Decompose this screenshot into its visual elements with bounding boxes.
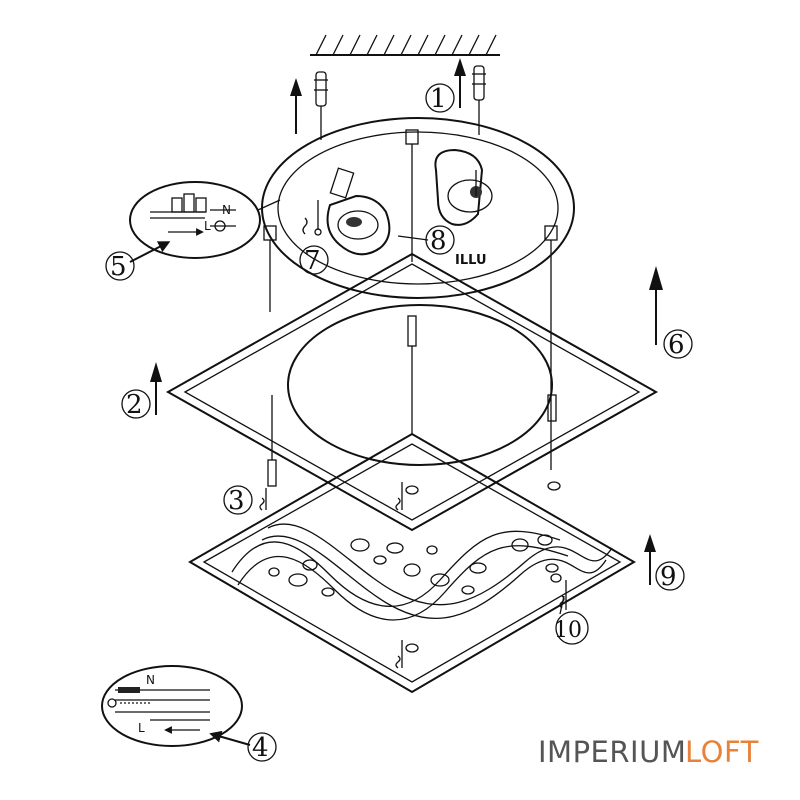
watermark-part1: IMPERIUM	[538, 735, 686, 769]
svg-text:2: 2	[126, 390, 143, 420]
svg-text:6: 6	[668, 330, 685, 360]
callout-2: 2	[121, 389, 151, 420]
callout-8: 8	[425, 225, 455, 256]
callout-6: 6	[663, 329, 693, 360]
watermark-logo: IMPERIUM LOFT	[538, 735, 759, 769]
svg-text:10: 10	[554, 618, 582, 643]
callout-9: 9	[655, 561, 685, 592]
callout-1: 1	[425, 83, 455, 114]
glass-panel	[188, 432, 636, 694]
bulb-brand-label: ILLU	[455, 253, 487, 268]
callout-7: 7	[299, 245, 329, 276]
wiring-zoom: N L	[101, 665, 243, 747]
up-arrow-icon	[649, 266, 663, 345]
callout-10: 10	[554, 611, 589, 645]
wiring-l-label: L	[138, 721, 145, 735]
up-arrow-icon	[290, 78, 302, 134]
wiring-n-label: N	[146, 673, 155, 687]
lamp-holder-right	[434, 148, 493, 226]
terminal-block-zoom: N L	[129, 181, 281, 259]
ceiling	[310, 34, 500, 56]
wall-anchor-left	[314, 71, 328, 140]
up-arrow-icon	[454, 58, 466, 108]
svg-text:3: 3	[228, 486, 245, 516]
wiring-n-label: N	[222, 203, 231, 217]
svg-text:8: 8	[430, 226, 447, 256]
callout-4: 4	[247, 732, 277, 763]
up-arrow-icon	[150, 362, 162, 415]
screw-icon	[302, 200, 322, 236]
svg-text:4: 4	[252, 733, 269, 763]
callout-3: 3	[223, 485, 253, 516]
base-plate	[261, 117, 575, 470]
svg-text:9: 9	[660, 562, 677, 592]
up-arrow-icon	[644, 534, 656, 585]
callout-5: 5	[105, 251, 135, 282]
wiring-l-label: L	[204, 219, 211, 233]
svg-text:7: 7	[304, 246, 321, 276]
lamp-holder-left	[326, 167, 391, 256]
wall-anchor-right	[472, 65, 486, 135]
svg-text:5: 5	[110, 252, 127, 282]
svg-text:1: 1	[430, 84, 447, 114]
watermark-part2: LOFT	[685, 735, 759, 769]
